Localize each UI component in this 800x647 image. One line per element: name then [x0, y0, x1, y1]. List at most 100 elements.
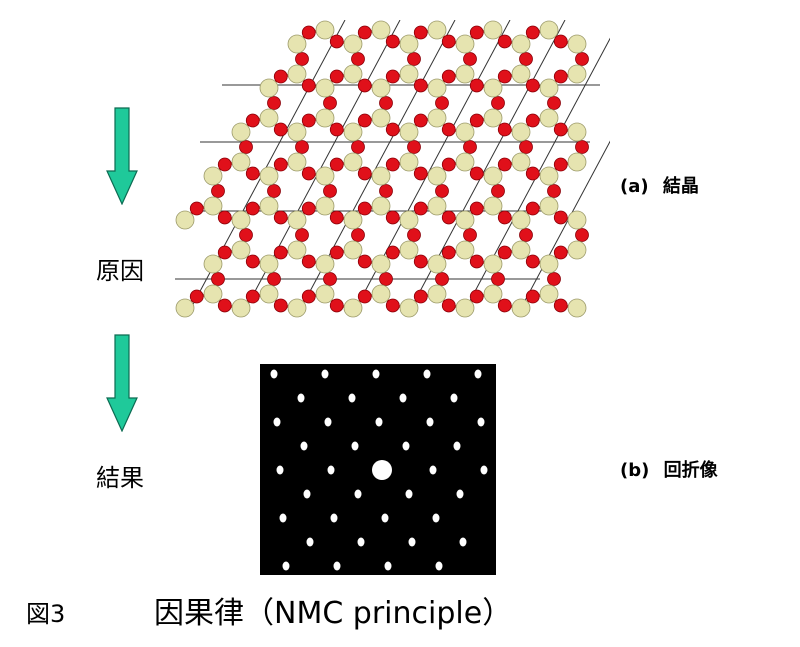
silicon-atom	[455, 122, 475, 142]
figure-caption: 図3 因果律（NMC principle）	[26, 594, 512, 631]
silicon-atom	[483, 196, 503, 216]
oxygen-atom	[441, 34, 456, 49]
diffraction-spot	[459, 537, 467, 547]
silicon-atom	[371, 254, 391, 274]
silicon-atom	[399, 240, 419, 260]
diffraction-spot	[435, 561, 443, 571]
silicon-atom	[287, 122, 307, 142]
oxygen-atom	[189, 201, 204, 216]
silicon-atom	[511, 298, 531, 318]
silicon-atom	[455, 34, 475, 54]
oxygen-atom	[407, 52, 421, 66]
oxygen-atom	[351, 52, 365, 66]
oxygen-atom	[385, 298, 400, 313]
down-arrow-cause	[106, 107, 138, 205]
oxygen-atom	[329, 298, 344, 313]
silicon-atom	[455, 64, 475, 84]
oxygen-atom	[385, 122, 400, 137]
oxygen-atom	[525, 289, 540, 304]
silicon-atom	[483, 108, 503, 128]
diffraction-spot	[480, 465, 488, 475]
oxygen-atom	[301, 113, 316, 128]
diffraction-spot	[372, 369, 380, 379]
silicon-atom	[483, 78, 503, 98]
oxygen-atom	[463, 52, 477, 66]
oxygen-atom	[217, 245, 232, 260]
silicon-atom	[567, 210, 587, 230]
diffraction-spot	[327, 465, 335, 475]
silicon-atom	[231, 122, 251, 142]
silicon-atom	[203, 284, 223, 304]
diffraction-spot	[273, 417, 281, 427]
diffraction-spot	[297, 393, 305, 403]
oxygen-atom	[413, 289, 428, 304]
diffraction-spot	[375, 417, 383, 427]
oxygen-atom	[323, 184, 337, 198]
diffraction-spot	[333, 561, 341, 571]
silicon-atom	[315, 196, 335, 216]
oxygen-atom	[469, 289, 484, 304]
silicon-atom	[259, 166, 279, 186]
silicon-atom	[371, 166, 391, 186]
oxygen-atom	[295, 228, 309, 242]
oxygen-atom	[379, 184, 393, 198]
oxygen-atom	[407, 140, 421, 154]
silicon-atom	[455, 240, 475, 260]
diffraction-spot	[456, 489, 464, 499]
oxygen-atom	[441, 157, 456, 172]
oxygen-atom	[385, 210, 400, 225]
diffraction-spot	[270, 369, 278, 379]
silicon-atom	[511, 64, 531, 84]
oxygen-atom	[469, 113, 484, 128]
oxygen-atom	[357, 289, 372, 304]
diffraction-spot	[354, 489, 362, 499]
silicon-atom	[343, 240, 363, 260]
silicon-atom	[539, 254, 559, 274]
silicon-atom	[315, 20, 335, 40]
silicon-atom	[567, 64, 587, 84]
panel-b-text: 回折像	[663, 460, 718, 481]
silicon-atom	[399, 64, 419, 84]
oxygen-atom	[463, 228, 477, 242]
silicon-atom	[175, 298, 195, 318]
silicon-atom	[511, 210, 531, 230]
oxygen-atom	[525, 113, 540, 128]
silicon-atom	[511, 34, 531, 54]
silicon-atom	[399, 210, 419, 230]
oxygen-atom	[273, 298, 288, 313]
silicon-atom	[371, 284, 391, 304]
oxygen-atom	[469, 254, 484, 269]
oxygen-atom	[329, 210, 344, 225]
oxygen-atom	[301, 201, 316, 216]
silicon-atom	[343, 152, 363, 172]
oxygen-atom	[413, 78, 428, 93]
diffraction-spot	[426, 417, 434, 427]
crystal-structure-diagram	[175, 20, 610, 318]
silicon-atom	[539, 20, 559, 40]
silicon-atom	[483, 20, 503, 40]
oxygen-atom	[553, 122, 568, 137]
silicon-atom	[259, 196, 279, 216]
diffraction-spot	[399, 393, 407, 403]
oxygen-atom	[211, 184, 225, 198]
oxygen-atom	[267, 184, 281, 198]
diffraction-spot	[351, 441, 359, 451]
oxygen-atom	[525, 254, 540, 269]
diffraction-spot	[408, 537, 416, 547]
diffraction-spot	[381, 513, 389, 523]
oxygen-atom	[267, 96, 281, 110]
diffraction-spot	[330, 513, 338, 523]
silicon-atom	[427, 108, 447, 128]
silicon-atom	[287, 240, 307, 260]
oxygen-atom	[217, 298, 232, 313]
oxygen-atom	[553, 210, 568, 225]
silicon-atom	[483, 254, 503, 274]
oxygen-atom	[357, 78, 372, 93]
diffraction-spot	[429, 465, 437, 475]
silicon-atom	[343, 122, 363, 142]
oxygen-atom	[435, 96, 449, 110]
oxygen-atom	[553, 34, 568, 49]
oxygen-atom	[245, 113, 260, 128]
diffraction-spot	[306, 537, 314, 547]
oxygen-atom	[553, 245, 568, 260]
